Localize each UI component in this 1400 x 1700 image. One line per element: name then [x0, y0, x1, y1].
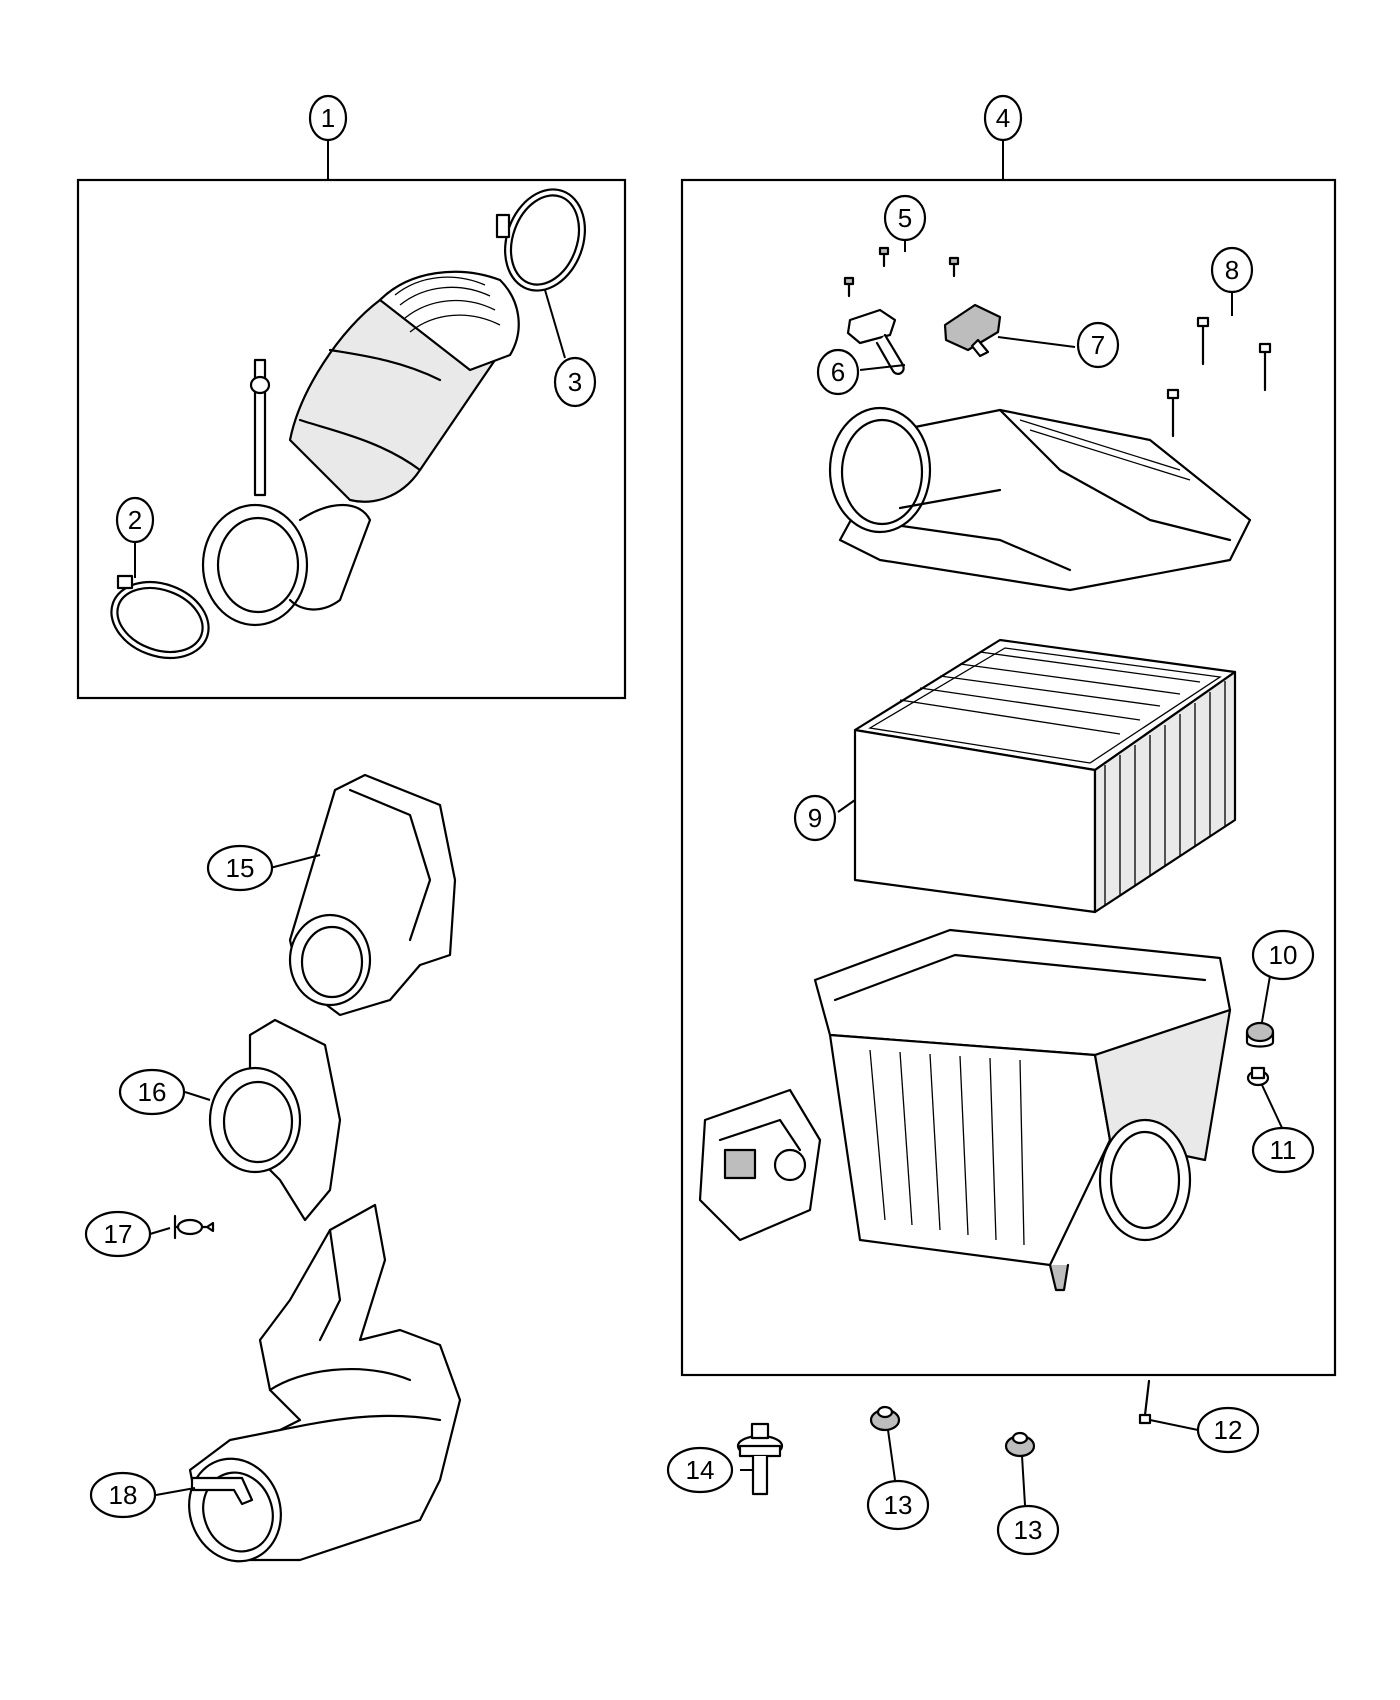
group-box-1 [76, 178, 627, 700]
callout-14: 14 [666, 1446, 734, 1494]
callout-10: 10 [1251, 929, 1315, 981]
callout-16: 16 [118, 1068, 186, 1116]
air-cleaner-cover [828, 406, 1252, 592]
nut-11 [1246, 1066, 1270, 1087]
callout-2-label: 2 [128, 505, 142, 535]
air-duct-15 [288, 773, 457, 1017]
callout-15: 15 [206, 844, 274, 892]
callout-13b-label: 13 [1014, 1515, 1043, 1545]
callout-11: 11 [1251, 1126, 1315, 1174]
callout-1: 1 [308, 94, 348, 142]
callout-13a: 13 [866, 1479, 930, 1531]
nut-13a [869, 1405, 901, 1432]
callout-4-label: 4 [996, 103, 1010, 133]
leader-lines [134, 140, 1284, 1506]
callout-6: 6 [816, 348, 860, 396]
callout-7-label: 7 [1091, 330, 1105, 360]
callout-17: 17 [84, 1210, 152, 1258]
group-box-4 [680, 178, 1337, 1377]
callout-8: 8 [1210, 246, 1254, 294]
callout-10-label: 10 [1269, 940, 1298, 970]
air-filter-element [853, 638, 1237, 914]
screws-5 [843, 246, 960, 298]
callout-18-label: 18 [109, 1480, 138, 1510]
callout-13b: 13 [996, 1504, 1060, 1556]
callout-11-label: 11 [1270, 1135, 1297, 1165]
callout-5: 5 [883, 194, 927, 242]
stud-14 [736, 1422, 784, 1496]
callout-5-label: 5 [898, 203, 912, 233]
air-cleaner-base [813, 928, 1232, 1292]
bolt-12 [1138, 1379, 1152, 1425]
callout-6-label: 6 [831, 357, 845, 387]
callout-7: 7 [1076, 321, 1120, 369]
air-duct-16 [208, 1018, 342, 1222]
callout-8-label: 8 [1225, 255, 1239, 285]
callout-3: 3 [553, 356, 597, 408]
actuator-motor [698, 1088, 822, 1242]
callout-18: 18 [89, 1471, 157, 1519]
callout-15-label: 15 [226, 853, 255, 883]
hose-clamp-2 [110, 574, 210, 660]
hose-clamp-3 [495, 188, 586, 292]
callout-3-label: 3 [568, 367, 582, 397]
push-pin-17 [173, 1214, 215, 1240]
callout-13a-label: 13 [884, 1490, 913, 1520]
air-duct-18 [188, 1203, 462, 1563]
callout-14-label: 14 [686, 1455, 715, 1485]
grommet-10 [1245, 1021, 1275, 1048]
nut-13b [1004, 1431, 1036, 1458]
callout-9-label: 9 [808, 803, 822, 833]
sensor-7 [943, 303, 1002, 358]
callout-16-label: 16 [138, 1077, 167, 1107]
callout-4: 4 [983, 94, 1023, 142]
callout-17-label: 17 [104, 1219, 133, 1249]
bolts-8 [1166, 316, 1272, 438]
callout-12: 12 [1196, 1406, 1260, 1454]
callout-2: 2 [115, 496, 155, 544]
callout-9: 9 [793, 794, 837, 842]
callout-12-label: 12 [1214, 1415, 1243, 1445]
intake-duct [201, 270, 520, 627]
callout-1-label: 1 [321, 103, 335, 133]
